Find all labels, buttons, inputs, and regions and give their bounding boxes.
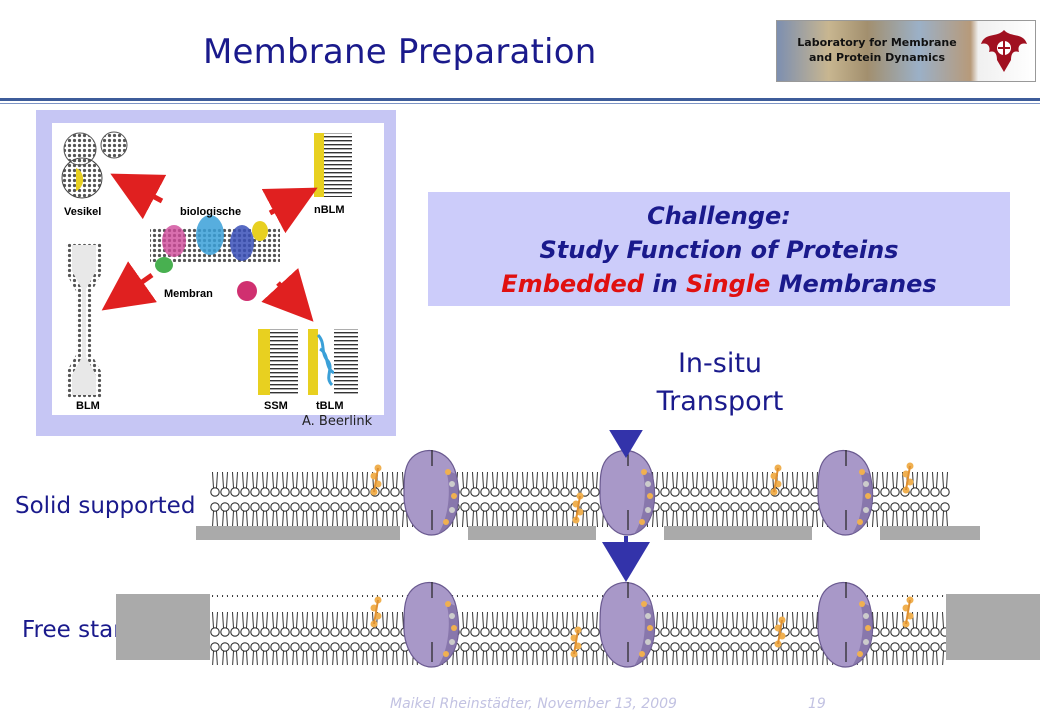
free-standing-membrane <box>116 581 1040 668</box>
membrane-schematic <box>116 430 1040 668</box>
page-number: 19 <box>808 696 826 712</box>
membrane-types-figure-panel: Vesikel nBLM BLM SSM tBLM <box>52 123 384 415</box>
solid-support-block <box>880 526 980 540</box>
header-rule-thin <box>0 103 1040 104</box>
label-blm: BLM <box>76 400 100 412</box>
challenge-line2: Study Function of Proteins <box>539 236 899 264</box>
red-arrow-icon <box>101 173 318 322</box>
challenge-box: Challenge: Study Function of Proteins Em… <box>428 192 1010 306</box>
free-standing-frame-right <box>946 594 1040 660</box>
label-solid-supported: Solid supported <box>15 493 196 519</box>
ssm-icon <box>258 329 298 395</box>
membrane-types-diagram: Vesikel nBLM BLM SSM tBLM <box>61 131 358 412</box>
label-biologische: biologische <box>180 206 241 218</box>
challenge-single: Single <box>686 270 771 298</box>
challenge-membranes: Membranes <box>770 270 937 298</box>
header-rule <box>0 98 1040 101</box>
label-vesikel: Vesikel <box>64 206 101 218</box>
solid-support-block <box>196 526 400 540</box>
challenge-line3: Embedded in Single Membranes <box>428 270 1010 298</box>
logo-text: Laboratory for Membrane and Protein Dyna… <box>777 35 977 65</box>
nblm-icon <box>314 133 352 197</box>
protein-icon <box>403 449 460 536</box>
protein-icon <box>817 449 874 536</box>
label-membran: Membran <box>164 288 213 300</box>
free-standing-frame-left <box>116 594 210 660</box>
slide-footer: Maikel Rheinstädter, November 13, 2009 <box>390 696 677 712</box>
figure-credit: A. Beerlink <box>302 414 373 429</box>
crest-icon <box>981 30 1027 72</box>
solid-support-block <box>468 526 596 540</box>
protein-icon <box>599 581 656 668</box>
label-tblm: tBLM <box>316 400 344 412</box>
protein-icon <box>599 449 656 536</box>
insitu-transport-label: In-situ Transport <box>640 345 800 421</box>
protein-icon <box>403 581 460 668</box>
label-ssm: SSM <box>264 400 288 412</box>
vesicle-icon <box>61 131 128 199</box>
challenge-line1: Challenge: <box>647 202 791 230</box>
solid-supported-membrane <box>196 449 980 540</box>
logo-text-line1: Laboratory for Membrane <box>797 36 957 49</box>
page-title: Membrane Preparation <box>203 32 597 72</box>
lab-logo: Laboratory for Membrane and Protein Dyna… <box>776 20 1036 82</box>
solid-support-block <box>664 526 812 540</box>
blm-icon <box>66 243 102 398</box>
challenge-embedded: Embedded <box>501 270 644 298</box>
label-nblm: nBLM <box>314 204 345 216</box>
challenge-in: in <box>643 270 687 298</box>
insitu-line1: In-situ <box>677 348 763 379</box>
bio-membrane-icon <box>150 215 280 301</box>
protein-icon <box>817 581 874 668</box>
insitu-line2: Transport <box>656 386 784 417</box>
logo-text-line2: and Protein Dynamics <box>808 51 945 64</box>
tblm-icon <box>308 329 358 395</box>
